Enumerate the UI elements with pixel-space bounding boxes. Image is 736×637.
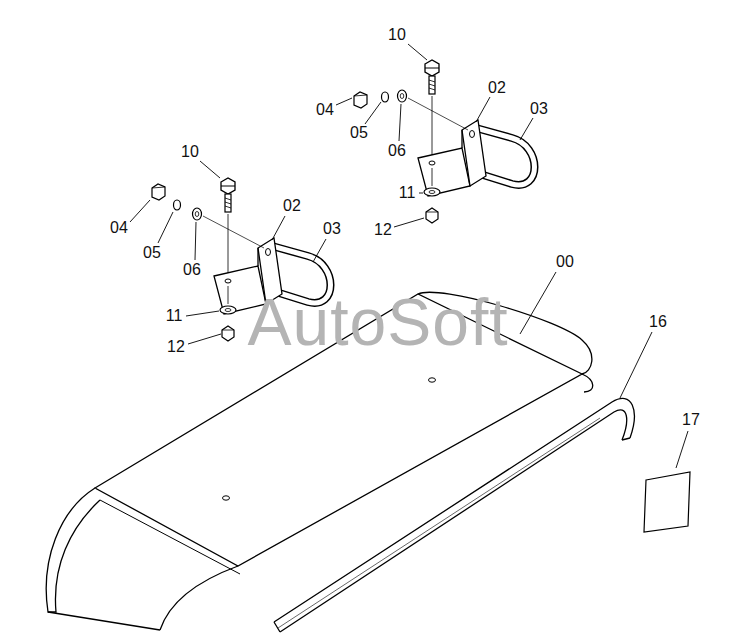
callout-number: 10 <box>388 27 406 43</box>
callout-number: 11 <box>399 185 416 201</box>
callout-number: 06 <box>388 143 406 159</box>
callout-number: 12 <box>167 339 185 355</box>
callout-number: 04 <box>316 102 334 118</box>
callout-number: 02 <box>488 80 506 96</box>
callout-number: 03 <box>323 221 341 237</box>
callout-number: 11 <box>166 308 183 324</box>
callout-number: 00 <box>556 254 574 270</box>
callout-number: 10 <box>181 144 199 160</box>
callout-number: 02 <box>283 198 301 214</box>
callout-number: 05 <box>143 245 161 261</box>
callout-number: 12 <box>374 222 392 238</box>
callout-number: 03 <box>530 101 548 117</box>
watermark: AutoSoft <box>247 289 508 355</box>
callout-number: 16 <box>649 314 667 330</box>
callout-number: 06 <box>183 262 201 278</box>
callout-number: 17 <box>682 412 700 428</box>
callout-number: 05 <box>350 125 368 141</box>
callout-number: 04 <box>110 220 128 236</box>
